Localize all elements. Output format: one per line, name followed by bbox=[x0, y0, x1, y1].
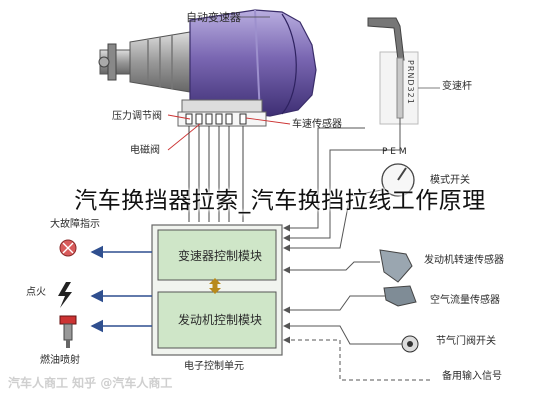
shift-lever-illustration bbox=[367, 17, 440, 150]
output-arrows bbox=[90, 245, 152, 333]
label-shift-lever: 变速杆 bbox=[442, 81, 472, 92]
label-airflow-sensor: 空气流量传感器 bbox=[430, 295, 500, 306]
fault-light-icon bbox=[59, 239, 77, 257]
label-engine-module: 发动机控制模块 bbox=[178, 313, 263, 327]
label-backup-signal: 备用输入信号 bbox=[442, 371, 502, 382]
label-speed-sensor: 车速传感器 bbox=[292, 119, 342, 130]
engine-module-box bbox=[157, 291, 277, 349]
sensor-icons bbox=[379, 163, 419, 353]
injector-icon bbox=[59, 315, 77, 348]
watermark: 汽车人商工 知乎 @汽车人商工 bbox=[8, 376, 173, 390]
module-link-arrow bbox=[209, 278, 221, 294]
label-pem: P E M bbox=[382, 147, 407, 157]
spark-icon bbox=[58, 282, 72, 308]
trans-module-box bbox=[157, 229, 277, 281]
label-mode-switch: 模式开关 bbox=[430, 175, 470, 186]
label-engine-speed-sensor: 发动机转速传感器 bbox=[424, 255, 504, 266]
label-transmission: 自动变速器 bbox=[186, 11, 241, 24]
label-fault-light: 大故障指示 bbox=[50, 219, 100, 230]
label-pressure-valve: 压力调节阀 bbox=[112, 111, 162, 122]
page-title: 汽车换挡器拉索_汽车换挡拉线工作原理 bbox=[74, 188, 486, 214]
label-injector: 燃油喷射 bbox=[40, 355, 80, 366]
label-trans-module: 变速器控制模块 bbox=[178, 249, 263, 263]
label-throttle-switch: 节气门阀开关 bbox=[436, 336, 496, 347]
label-gear-letters: PRND321 bbox=[406, 60, 415, 105]
input-wiring bbox=[283, 127, 430, 381]
transmission-illustration bbox=[98, 9, 317, 222]
label-solenoid: 电磁阀 bbox=[130, 145, 160, 156]
label-ignition: 点火 bbox=[26, 287, 46, 298]
label-ecu: 电子控制单元 bbox=[184, 361, 244, 372]
